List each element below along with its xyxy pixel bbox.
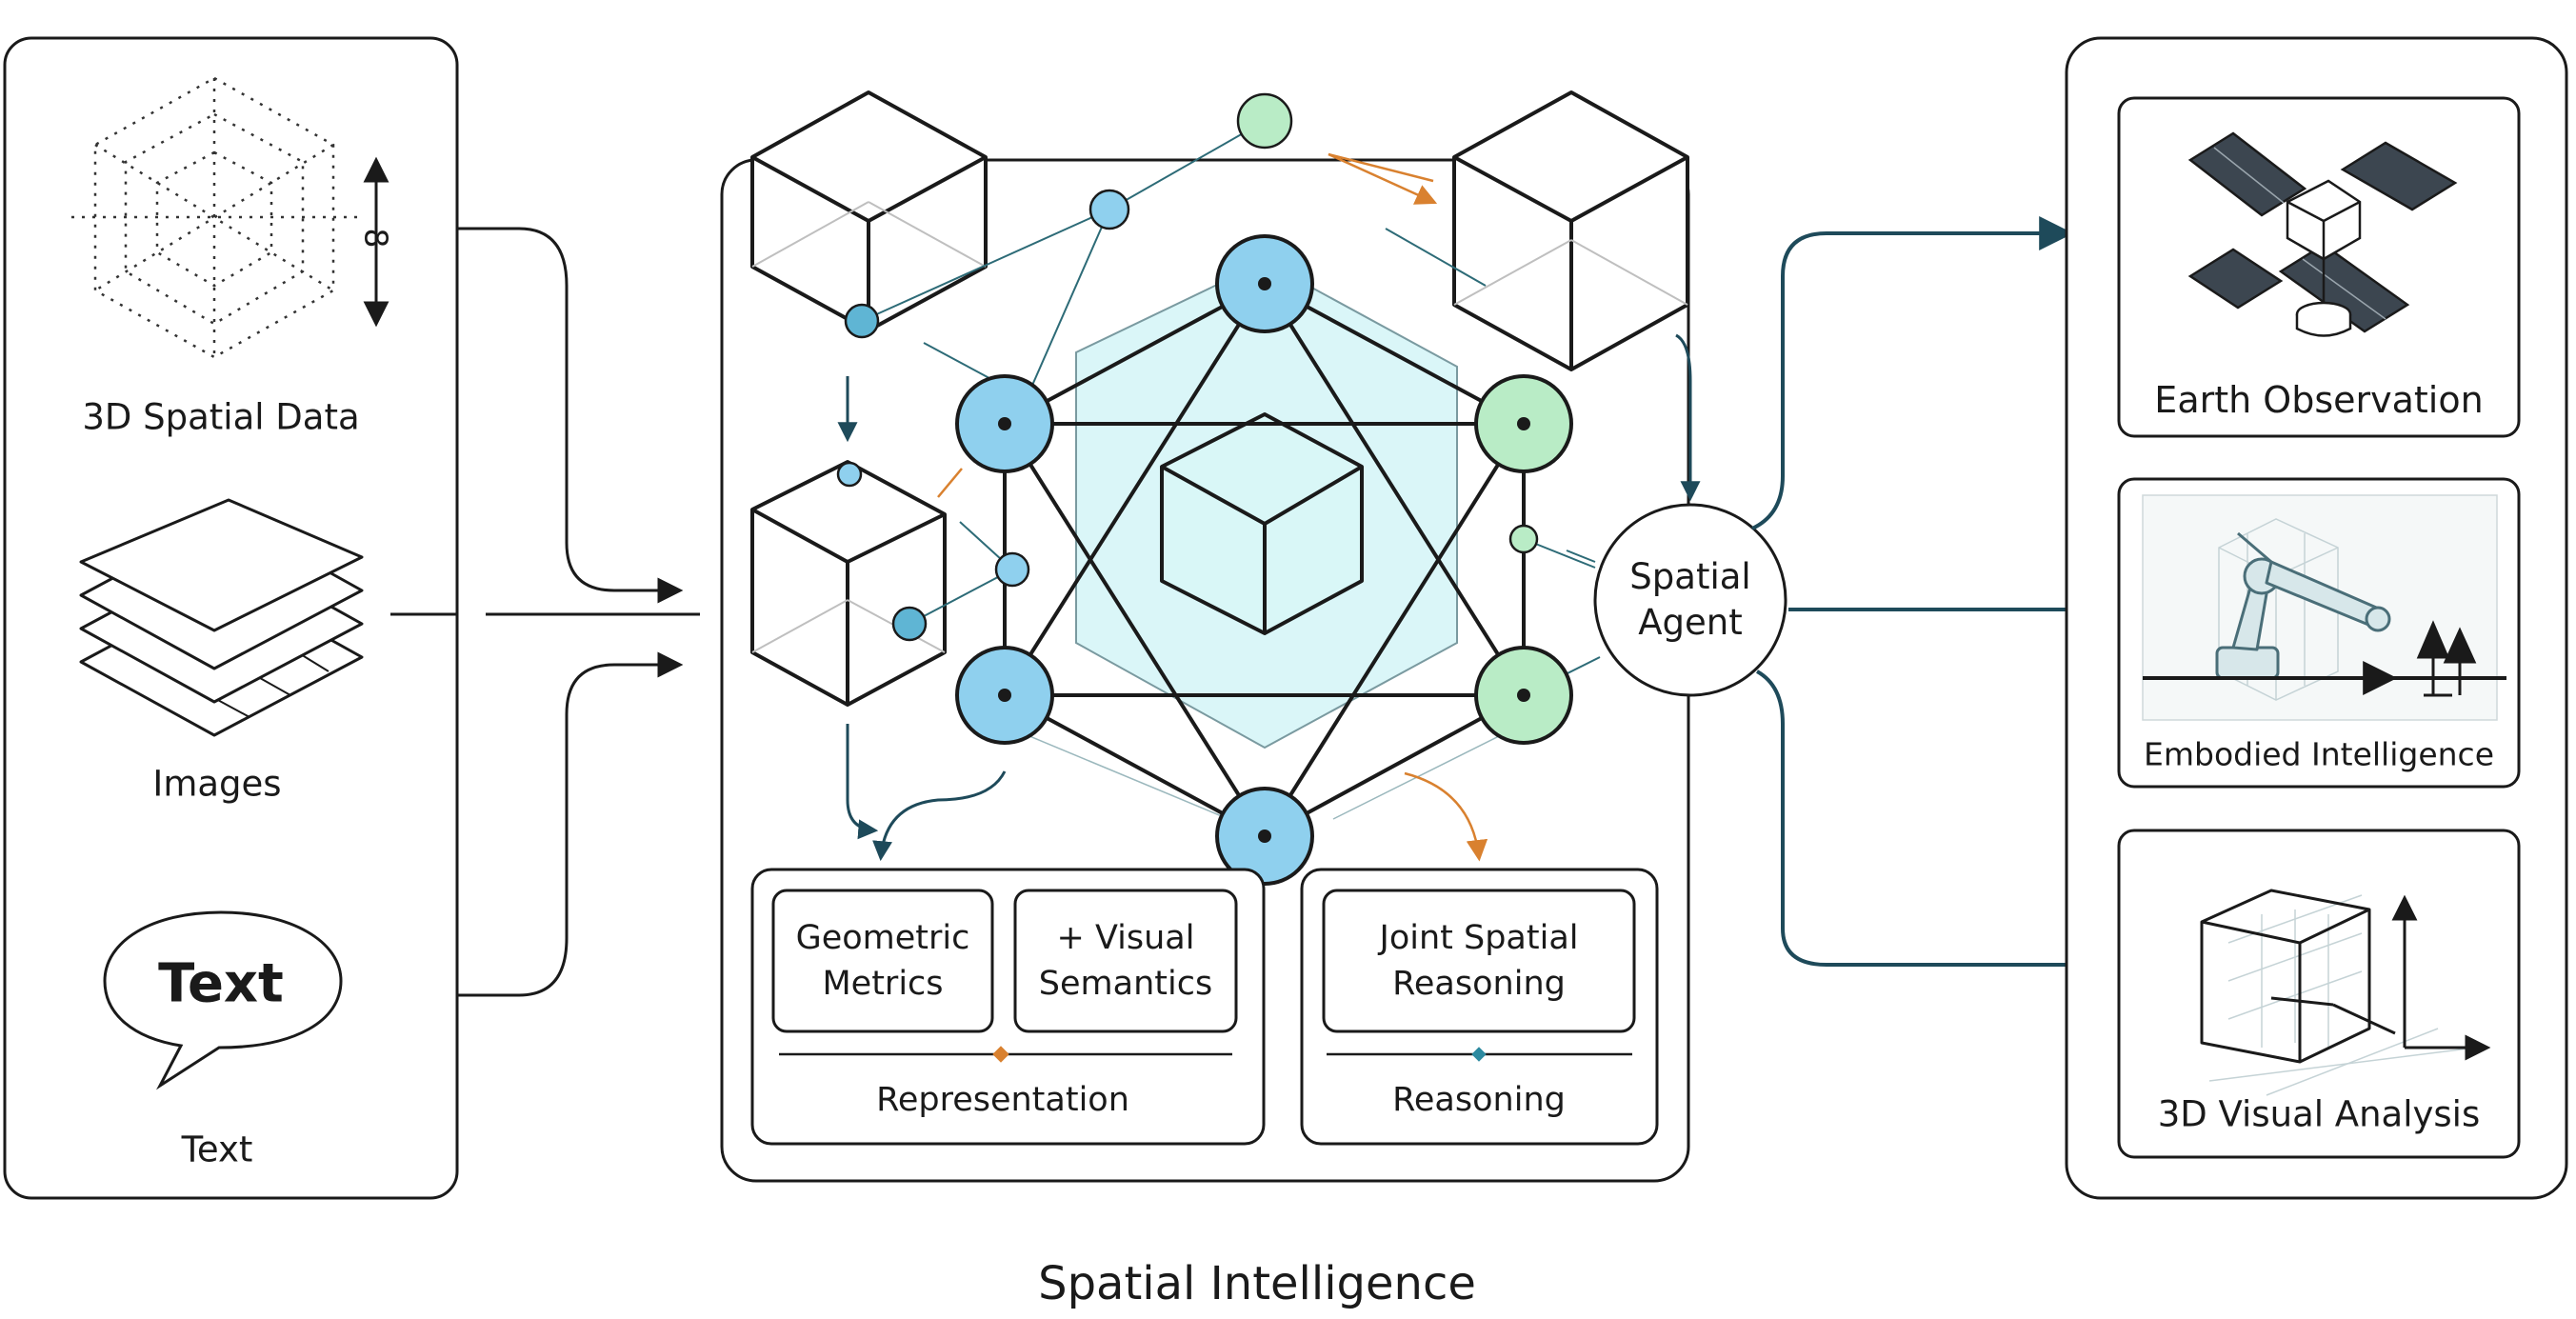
spatial-data-lattice-icon xyxy=(71,76,357,359)
small-nodes xyxy=(836,92,1539,642)
orange-accents xyxy=(937,152,1488,862)
speech-bubble-icon xyxy=(103,910,343,1090)
internal-arrows xyxy=(837,333,1701,862)
text-label: Text xyxy=(181,1129,253,1170)
input-arrows xyxy=(390,227,700,997)
cube-middle-left-icon xyxy=(750,460,947,707)
input-panel xyxy=(3,36,459,1200)
graph-node-centers xyxy=(998,277,1530,843)
representation-title: Representation xyxy=(876,1081,1129,1119)
cube-top-left-icon xyxy=(750,90,988,332)
spatial-data-label: 3D Spatial Data xyxy=(82,396,360,438)
images-label: Images xyxy=(152,763,282,805)
central-cube-icon xyxy=(1075,260,1458,749)
joint-spatial-reasoning-label: Joint Spatial Reasoning xyxy=(1379,919,1579,1003)
output-arrows xyxy=(1751,216,2110,982)
node-connectors xyxy=(861,120,1601,820)
reasoning-title: Reasoning xyxy=(1392,1081,1566,1119)
visual-semantics-label: + Visual Semantics xyxy=(1038,919,1213,1003)
figure-caption: Spatial Intelligence xyxy=(1038,1257,1476,1310)
cube-top-right-icon xyxy=(1452,90,1689,371)
spatial-agent-node xyxy=(1566,503,1787,697)
satellite-icon xyxy=(2187,131,2458,337)
dimension-mark: 8 xyxy=(357,228,395,249)
representation-group xyxy=(750,868,1266,1146)
visual-analysis-label: 3D Visual Analysis xyxy=(2157,1093,2481,1135)
robot-arm-icon xyxy=(2142,494,2506,721)
speech-bubble-text: Text xyxy=(158,952,284,1015)
spatial-agent-label: Spatial Agent xyxy=(1629,556,1751,643)
analysis-cube-icon xyxy=(2200,889,2491,1096)
images-stack-icon xyxy=(79,498,364,737)
reasoning-group xyxy=(1300,868,1659,1146)
earth-observation-label: Earth Observation xyxy=(2154,379,2484,421)
embodied-intelligence-label: Embodied Intelligence xyxy=(2144,735,2494,773)
geometric-metrics-label: Geometric Metrics xyxy=(795,919,970,1003)
